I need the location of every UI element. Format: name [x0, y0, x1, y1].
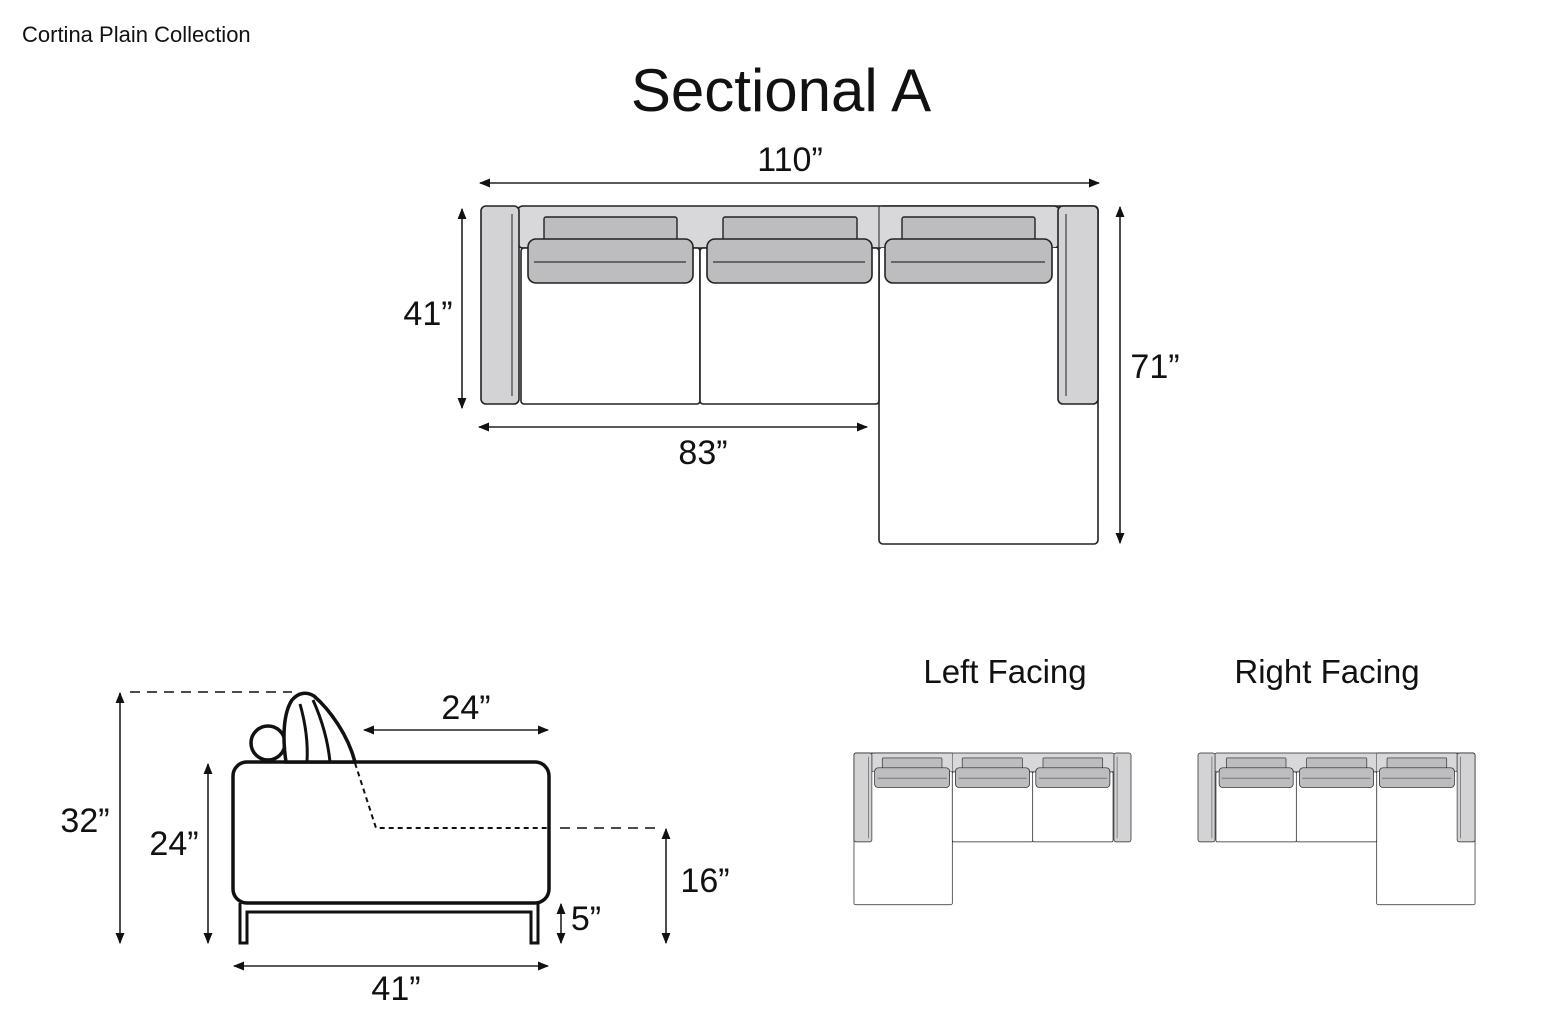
sofa-width-label: 83” — [678, 434, 727, 472]
left-facing-title: Left Facing — [923, 653, 1086, 690]
arm-height-label: 24” — [149, 825, 198, 863]
seat-height-label: 16” — [680, 862, 729, 900]
left-facing-sectional — [853, 752, 1132, 906]
leg-height-label: 5” — [571, 900, 601, 938]
sofa-depth-label: 41” — [403, 295, 452, 333]
side-depth-label: 41” — [371, 970, 420, 1008]
sectional-top-view — [480, 205, 1099, 545]
overall-depth-label: 71” — [1130, 348, 1179, 386]
overall-width-label: 110” — [757, 141, 823, 179]
collection-name: Cortina Plain Collection — [22, 22, 251, 47]
overall-height-label: 32” — [60, 802, 109, 840]
right-facing-sectional — [1197, 752, 1476, 906]
sectional-side-view — [231, 691, 551, 945]
right-facing-title: Right Facing — [1234, 653, 1419, 690]
page-title: Sectional A — [631, 57, 931, 124]
seat-depth-label: 24” — [441, 689, 490, 727]
